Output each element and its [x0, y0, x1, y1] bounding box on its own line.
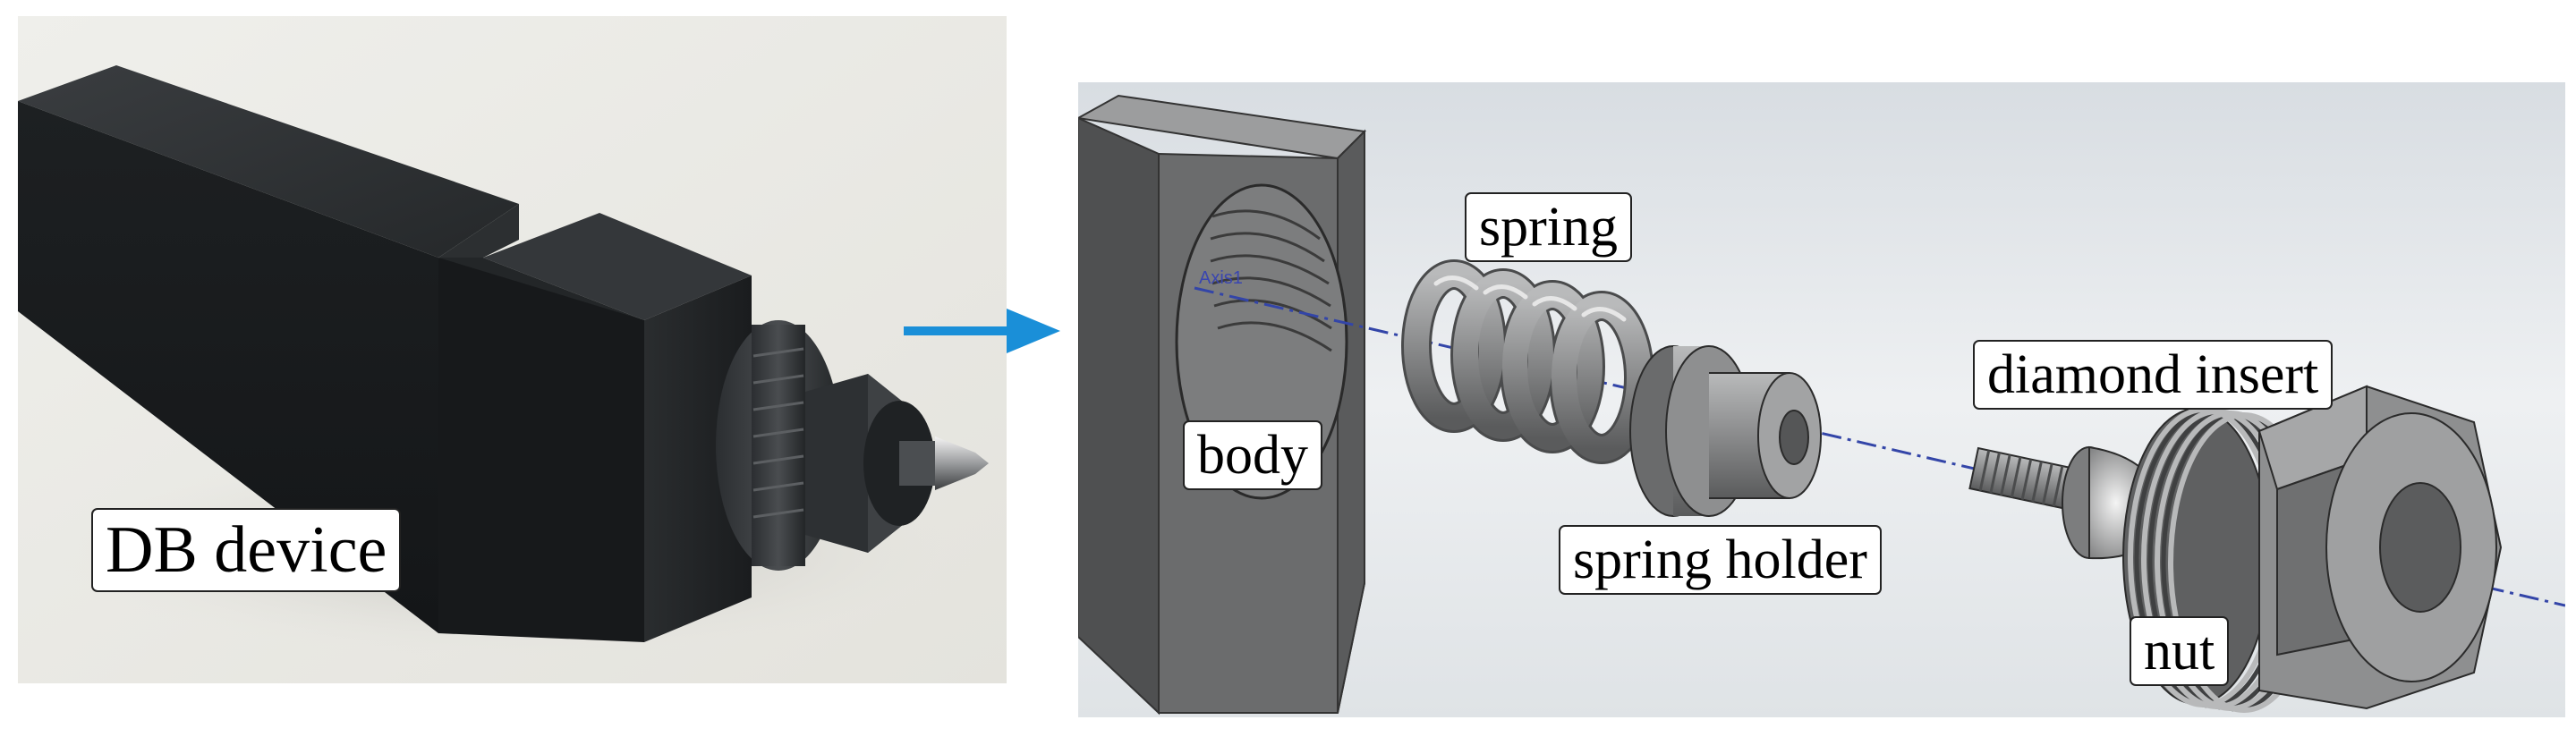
db-device-label: DB device: [91, 508, 402, 592]
cad-exploded-view: Axis1: [1078, 82, 2565, 717]
device-photo: DB device: [18, 16, 1007, 683]
cad-illustration: Axis1: [1078, 82, 2565, 717]
device-photo-illustration: [18, 16, 1007, 683]
body-label: body: [1183, 420, 1322, 490]
bar-side-face: [18, 101, 438, 633]
spring-label: spring: [1465, 192, 1632, 262]
bar-top-face: [18, 65, 519, 258]
body-part: Axis1: [1078, 94, 1367, 716]
diamond-insert-label: diamond insert: [1973, 340, 2334, 410]
block-front-face: [644, 275, 752, 642]
nut-label: nut: [2130, 616, 2230, 686]
spring-holder-part: [1629, 345, 1822, 517]
spring-holder-label: spring holder: [1559, 525, 1882, 595]
axis-label: Axis1: [1199, 268, 1243, 288]
diamond-tip-photo: [899, 436, 989, 490]
nut-part: [2122, 385, 2503, 713]
block-top-face: [483, 213, 752, 320]
